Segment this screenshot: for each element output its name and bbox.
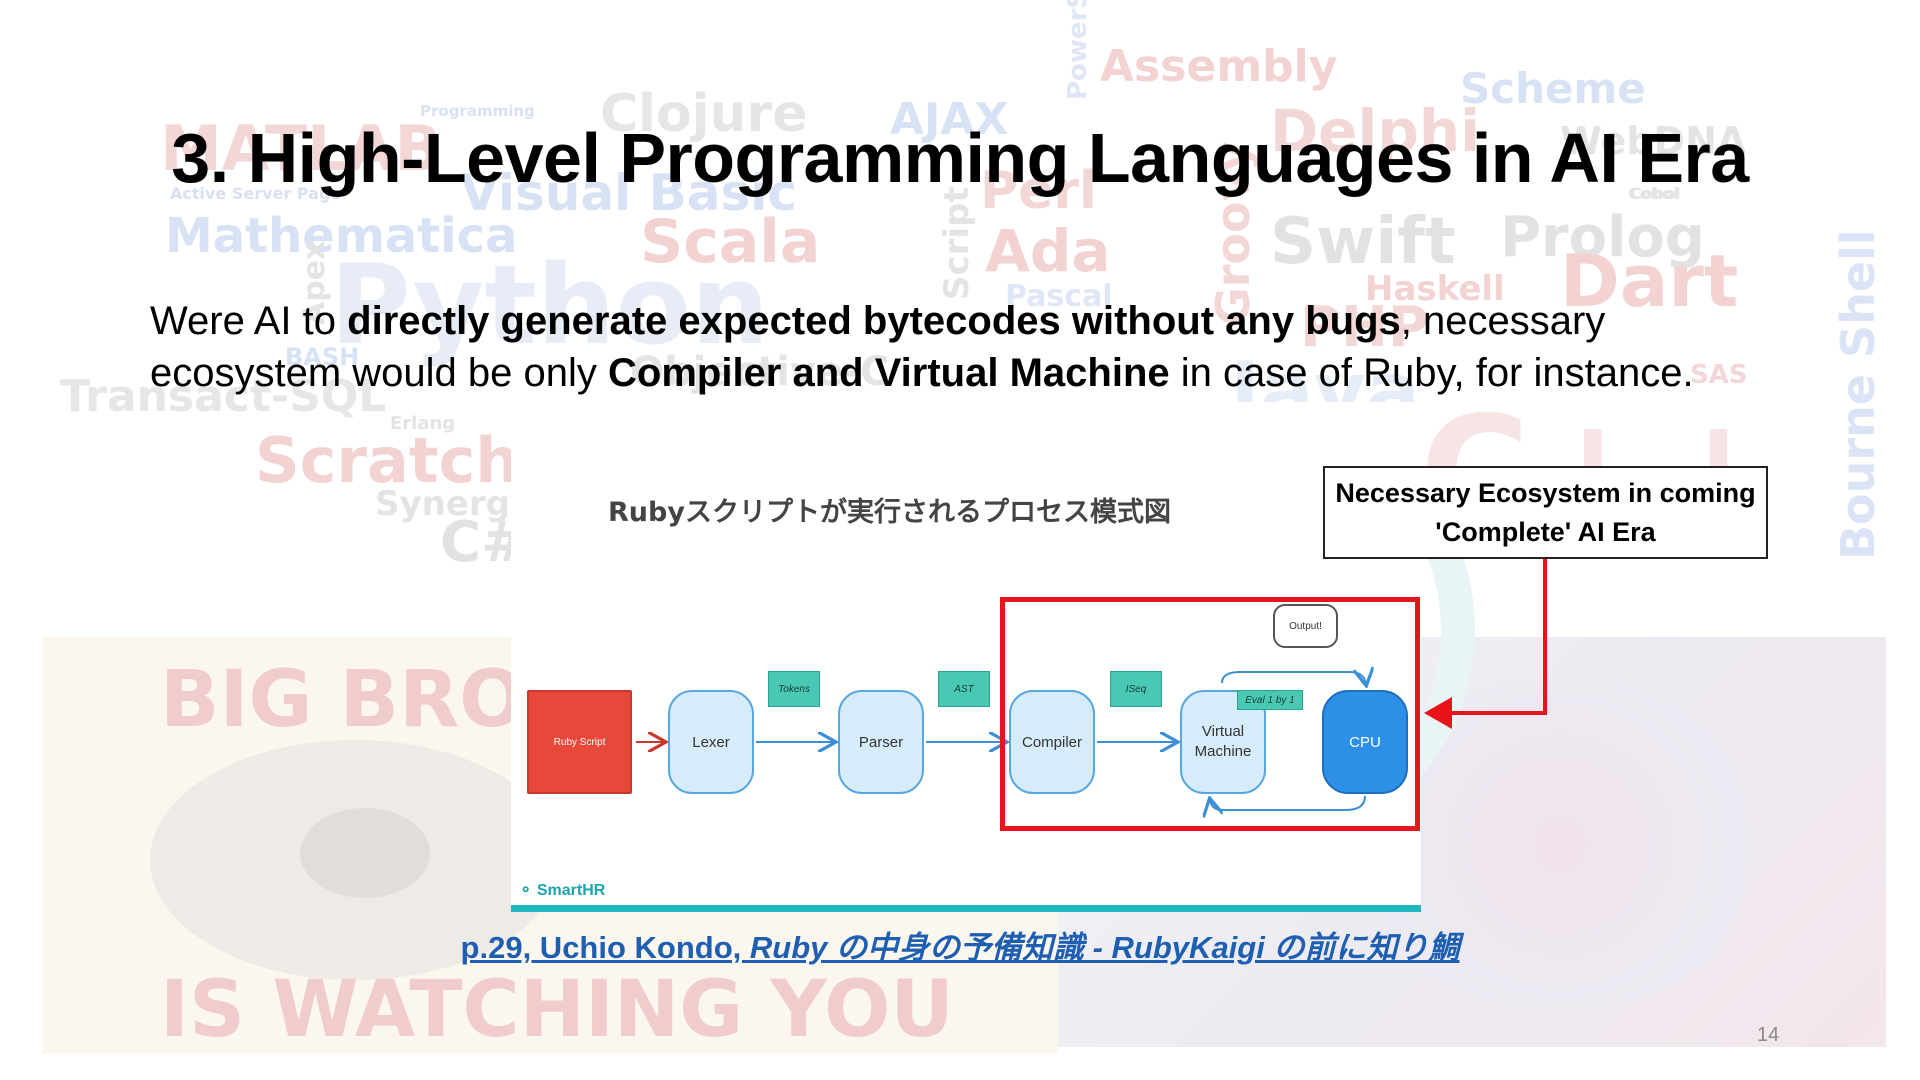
callout-connector <box>1424 559 1547 729</box>
callout-box: Necessary Ecosystem in coming 'Complete'… <box>1323 466 1768 559</box>
compiler-node: Compiler <box>1009 690 1095 794</box>
smarthr-logo: ⚬ SmartHR <box>519 882 606 899</box>
bg-word: Cobol <box>1630 184 1681 203</box>
output-speech-bubble: Output! <box>1273 604 1338 648</box>
bg-word: Haskell <box>1365 269 1505 309</box>
parser-node: Parser <box>838 690 924 794</box>
bg-word: Delphi <box>1270 97 1481 165</box>
bg-word: Pascal <box>1005 279 1113 314</box>
lexer-node: Lexer <box>668 690 754 794</box>
bg-word: Active Server Page <box>170 184 342 203</box>
bg-word: Prolog <box>1500 205 1705 270</box>
source-link-title: Ruby の中身の予備知識 - RubyKaigi の前に知り鯛 <box>749 930 1460 965</box>
bg-word: Synergy <box>375 484 533 524</box>
diagram-title: Rubyスクリプトが実行されるプロセス模式図 <box>608 497 1171 528</box>
body-text-plain: in case of Ruby, for instance. <box>1169 351 1694 395</box>
bg-word: Assembly <box>1100 41 1338 92</box>
highlight-box <box>1000 597 1420 831</box>
bg-word: Scala <box>640 207 821 277</box>
eval-tag: Eval 1 by 1 <box>1237 690 1303 710</box>
arrow-cpu-to-vm <box>1210 796 1366 810</box>
body-paragraph: Were AI to directly generate expected by… <box>150 295 1710 399</box>
bg-word: WebDNA <box>1560 119 1747 163</box>
iseq-tag: ISeq <box>1110 671 1162 707</box>
body-text-plain: Were AI to <box>150 299 348 343</box>
arrow-vm-to-cpu <box>1221 672 1366 684</box>
virtual-machine-node: Virtual Machine <box>1180 690 1266 794</box>
bg-word: Objective-C <box>630 349 890 395</box>
bg-word: Erlang <box>390 413 456 434</box>
bg-word: Scheme <box>1460 64 1646 113</box>
body-text-bold: directly generate expected bytecodes wit… <box>347 299 1401 343</box>
poster-tagline: IS WATCHING YOU <box>160 965 954 1055</box>
bg-word: Python <box>330 241 770 369</box>
ruby-script-node: Ruby Script <box>527 690 632 794</box>
bg-word: Perl <box>980 161 1097 221</box>
callout-text: Necessary Ecosystem in coming 'Complete'… <box>1335 477 1756 547</box>
slide-title: 3. High-Level Programming Languages in A… <box>171 119 1749 197</box>
bg-word: Dart <box>1560 239 1739 323</box>
eye-pupil <box>300 808 430 898</box>
source-link-author: p.29, Uchio Kondo, <box>460 930 750 965</box>
source-caption: p.29, Uchio Kondo, Ruby の中身の予備知識 - RubyK… <box>0 922 1920 967</box>
bg-word: Visual Basic <box>460 164 797 222</box>
bg-word: Mathematica <box>165 208 518 264</box>
bg-word: Ada <box>985 217 1111 285</box>
cpu-node: CPU <box>1322 690 1408 794</box>
bg-word: Clojure <box>600 84 808 144</box>
bg-word: Swift <box>1270 205 1456 279</box>
bg-word: Cobol <box>1628 184 1679 203</box>
bg-word: PHP <box>1300 295 1429 360</box>
bg-word: MATLAB <box>160 112 442 185</box>
bg-word: Programming <box>420 102 535 120</box>
body-text-plain: , necessary ecosystem would be only <box>150 299 1606 395</box>
page-number: 14 <box>1757 1024 1780 1046</box>
figure-accent-bar <box>511 905 1421 912</box>
tokens-tag: Tokens <box>768 671 820 707</box>
bg-word: BASH <box>285 343 360 371</box>
brand-name: SmartHR <box>536 882 606 899</box>
bg-word: Transact-SQL <box>60 371 387 422</box>
body-text-bold: Compiler and Virtual Machine <box>608 351 1170 395</box>
bg-word: Scratch <box>255 424 520 497</box>
bg-word: SAS <box>1690 360 1748 390</box>
ast-tag: AST <box>938 671 990 707</box>
source-link[interactable]: p.29, Uchio Kondo, Ruby の中身の予備知識 - RubyK… <box>461 930 1460 965</box>
bg-word: AJAX <box>890 94 1009 145</box>
